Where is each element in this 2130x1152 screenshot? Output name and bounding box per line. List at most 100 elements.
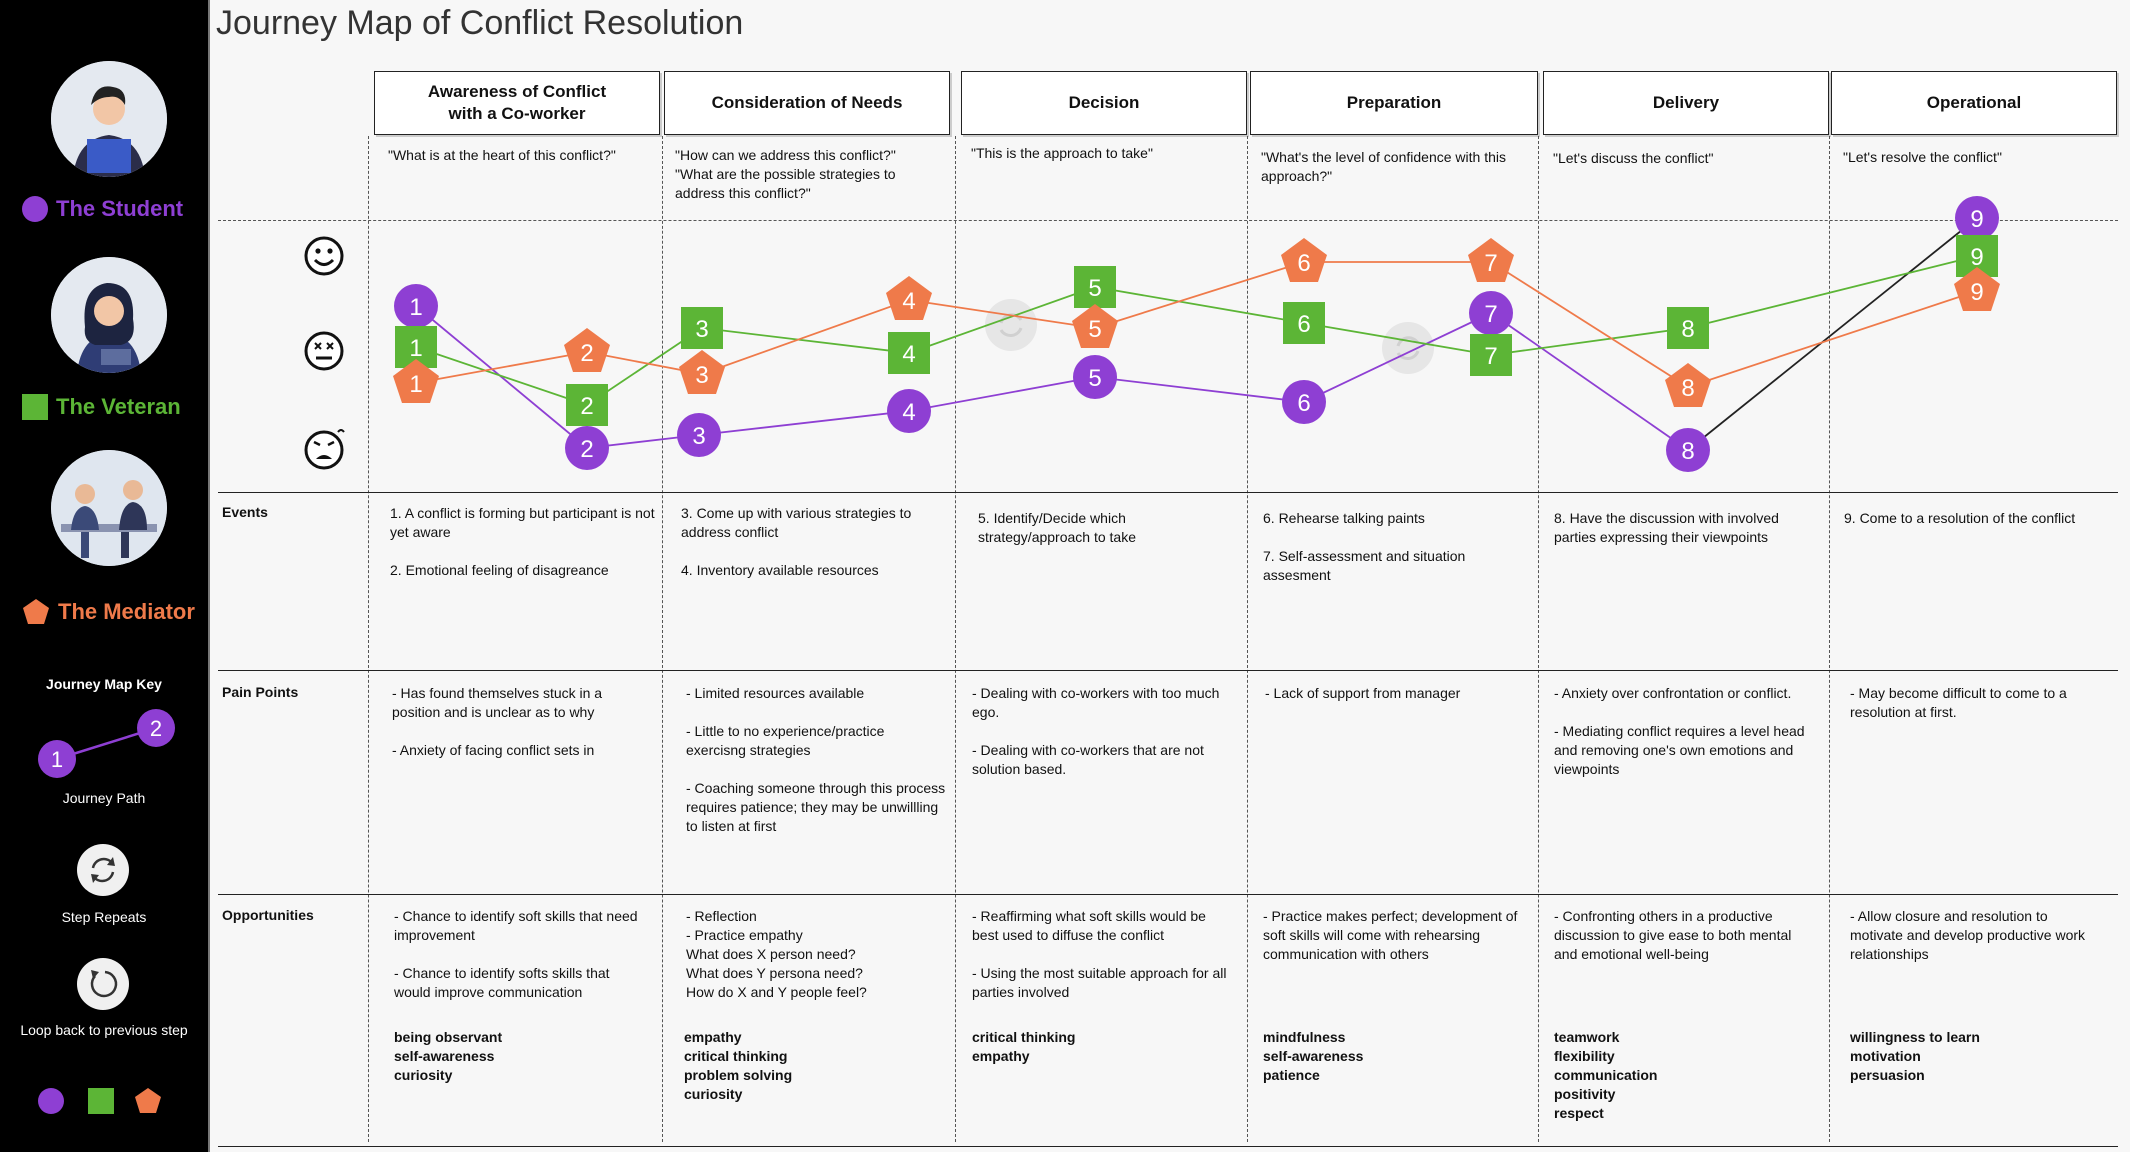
row-label-opportunities: Opportunities (222, 907, 314, 923)
veteran-step-label: 8 (1681, 316, 1694, 343)
student-step-2: 2 (565, 426, 609, 470)
student-step-1: 1 (394, 284, 438, 328)
row-divider (218, 1146, 2118, 1147)
student-step-label: 8 (1681, 438, 1694, 465)
journey-lines (415, 217, 1978, 451)
journey-path-example: 1 2 (38, 709, 175, 778)
mediator-path-segment (908, 299, 1096, 329)
column-divider (368, 136, 369, 1142)
veteran-step-label: 7 (1484, 343, 1497, 370)
veteran-step-label: 4 (902, 341, 915, 368)
veteran-step-6: 6 (1283, 302, 1325, 344)
veteran-step-2: 2 (566, 384, 608, 426)
stage-quote: "What is at the heart of this conflict?" (388, 147, 616, 163)
mediator-path-segment (701, 299, 910, 375)
veteran-path-segment (701, 327, 910, 354)
pain-points-cell: - Dealing with co-workers with too much … (972, 685, 1220, 777)
pain-points-cell: - Limited resources available - Little t… (686, 685, 946, 834)
student-path-segment (1687, 217, 1978, 451)
skills-list: critical thinking empathy (972, 1029, 1076, 1064)
mediator-step-6: 6 (1281, 238, 1327, 282)
mediator-path-segment (1490, 261, 1689, 388)
student-step-label: 6 (1297, 390, 1310, 417)
opportunities-cell: - Reaffirming what soft skills would be … (972, 908, 1227, 1000)
mediator-step-label: 1 (409, 371, 422, 398)
student-step-label: 4 (902, 399, 915, 426)
veteran-step-label: 3 (695, 316, 708, 343)
mediator-avatar (51, 450, 167, 566)
mediator-step-label: 5 (1088, 316, 1101, 343)
opportunities-cell: - Reflection - Practice empathy What doe… (686, 908, 867, 1000)
events-cell: 1. A conflict is forming but participant… (390, 505, 655, 578)
student-shape (38, 1088, 64, 1114)
student-step-8: 8 (1666, 428, 1710, 472)
student-step-label: 5 (1088, 365, 1101, 392)
loop-back-label: Loop back to previous step (20, 1022, 188, 1038)
key-point-2: 2 (150, 716, 162, 741)
stage-header-delivery: Delivery (1543, 71, 1829, 135)
key-point-1: 1 (51, 747, 63, 772)
veteran-shape (88, 1088, 114, 1114)
veteran-path-segment (415, 346, 588, 406)
pain-points-cell: - Anxiety over confrontation or conflict… (1554, 685, 1805, 777)
row-label-pain-points: Pain Points (222, 684, 299, 700)
student-step-3: 3 (677, 413, 721, 457)
student-step-9: 9 (1955, 196, 1999, 240)
veteran-step-label: 2 (580, 393, 593, 420)
mediator-step-1: 1 (393, 359, 439, 403)
student-path-segment (415, 305, 588, 449)
step-repeats-icon (77, 844, 129, 896)
refresh-icon (1382, 322, 1434, 374)
stage-quote: "This is the approach to take" (971, 145, 1153, 161)
events-cell: 3. Come up with various strategies to ad… (681, 505, 912, 578)
mediator-shape (135, 1088, 161, 1113)
mediator-step-label: 6 (1297, 250, 1310, 277)
veteran-path-segment (1490, 327, 1689, 356)
persona-label-veteran: The Veteran (22, 394, 181, 420)
mediator-path-segment (1687, 290, 1978, 388)
mediator-step-label: 8 (1681, 375, 1694, 402)
stage-header-awareness: Awareness of Conflict with a Co-worker (374, 71, 660, 135)
stage-header-operational: Operational (1831, 71, 2117, 135)
student-step-6: 6 (1282, 380, 1326, 424)
stage-quote: "What's the level of confidence with thi… (1261, 149, 1506, 184)
row-divider (218, 670, 2118, 671)
mediator-step-7: 7 (1468, 238, 1514, 282)
persona-name: The Veteran (56, 394, 181, 419)
column-divider (662, 136, 663, 1142)
veteran-step-3: 3 (681, 307, 723, 349)
row-divider (218, 894, 2118, 895)
veteran-step-1: 1 (395, 326, 437, 368)
student-path-segment (698, 410, 910, 436)
opportunities-cell: - Confronting others in a productive dis… (1554, 908, 1792, 962)
column-divider (1538, 136, 1539, 1142)
pain-points-cell: - Has found themselves stuck in a positi… (392, 685, 603, 758)
mediator-step-3: 3 (679, 350, 725, 394)
student-path-segment (1094, 376, 1305, 403)
mediator-step-label: 4 (902, 288, 915, 315)
step-repeats-label: Step Repeats (61, 909, 147, 925)
stage-header-decision: Decision (961, 71, 1247, 135)
column-divider (1247, 136, 1248, 1142)
mediator-path-segment (415, 351, 588, 384)
skills-list: teamwork flexibility communication posit… (1554, 1029, 1658, 1121)
mediator-step-label: 2 (580, 340, 593, 367)
veteran-avatar (51, 257, 167, 373)
stage-quote: "How can we address this conflict?" "Wha… (675, 147, 896, 201)
mediator-step-label: 7 (1484, 250, 1497, 277)
key-heading: Journey Map Key (46, 676, 162, 692)
stage-quote: "Let's resolve the conflict" (1843, 149, 2002, 165)
student-step-label: 7 (1484, 301, 1497, 328)
column-divider (1829, 136, 1830, 1142)
persona-label-student: The Student (22, 196, 183, 222)
persona-shape-legend (38, 1088, 161, 1114)
emotion-baseline (218, 220, 2118, 221)
pentagon-icon (23, 599, 49, 624)
row-label-events: Events (222, 504, 268, 520)
skills-list: willingness to learn motivation persuasi… (1850, 1029, 1980, 1083)
events-cell: 6. Rehearse talking paints 7. Self-asses… (1263, 510, 1466, 583)
mediator-step-5: 5 (1072, 304, 1118, 348)
mediator-step-8: 8 (1665, 363, 1711, 407)
opportunities-cell: - Practice makes perfect; development of… (1263, 908, 1518, 962)
